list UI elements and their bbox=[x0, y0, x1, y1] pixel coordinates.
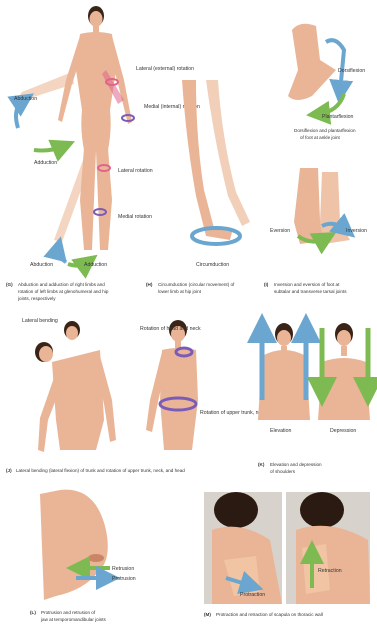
label-protrusion: Protrusion bbox=[112, 576, 136, 582]
label-medial-rotation-leg: Medial rotation bbox=[118, 214, 152, 220]
caption-letter-m: (M) bbox=[204, 612, 211, 617]
abduction-arm-arrow bbox=[16, 100, 24, 128]
panel-m: Protraction Retraction (M) Protraction a… bbox=[204, 492, 370, 617]
caption-letter-l: (L) bbox=[30, 610, 36, 615]
caption-letter-j: (J) bbox=[6, 468, 12, 473]
label-lateral-rotation-arm: Lateral (external) rotation bbox=[136, 66, 194, 72]
panel-k: Elevation Depression (K) Elevation and d… bbox=[258, 323, 370, 474]
caption-m-line1: Protraction and retraction of scapula on… bbox=[216, 612, 323, 617]
panel-j: Lateral bending Rotation of head and nec… bbox=[6, 318, 291, 473]
caption-l-line1: Protrusion and retrusion of bbox=[41, 610, 96, 615]
plantarflexion-arrow bbox=[318, 94, 344, 114]
caption-g-line1: Abduction and adduction of right limbs a… bbox=[18, 282, 105, 287]
panel-i: Dorsiflexion Plantarflexion Dorsiflexion… bbox=[264, 24, 367, 294]
label-protraction: Protraction bbox=[240, 592, 265, 598]
label-abduction-arm: Abduction bbox=[14, 96, 37, 102]
adduction-arm-arrow bbox=[34, 146, 64, 151]
label-elevation: Elevation bbox=[270, 428, 291, 434]
label-circumduction: Circumduction bbox=[196, 262, 229, 268]
dorsiflexion-subcaption-line2: of foot at ankle joint bbox=[300, 135, 341, 140]
label-retrusion: Retrusion bbox=[112, 566, 134, 572]
dorsiflexion-subcaption-line1: Dorsiflexion and plantarflexion bbox=[294, 128, 356, 133]
panel-h: Circumduction (H) Circumduction (circula… bbox=[146, 80, 250, 294]
panel-g: Abduction Adduction Lateral (external) r… bbox=[6, 6, 200, 301]
depression-figure bbox=[318, 323, 370, 420]
label-retraction: Retraction bbox=[318, 568, 342, 574]
abduction-leg-arrow bbox=[58, 248, 66, 262]
rotation-figure bbox=[146, 320, 198, 450]
label-plantarflexion: Plantarflexion bbox=[322, 114, 354, 120]
face-profile bbox=[40, 490, 108, 600]
caption-g-line2: rotation of left limbs at glenohumeral a… bbox=[18, 289, 109, 294]
label-depression: Depression bbox=[330, 428, 356, 434]
label-lateral-bending: Lateral bending bbox=[22, 318, 58, 324]
caption-k-line2: of shoulders bbox=[270, 469, 296, 474]
caption-g-line3: joints, respectively bbox=[17, 296, 56, 301]
caption-letter-h: (H) bbox=[146, 282, 153, 287]
label-eversion: Eversion bbox=[270, 228, 290, 234]
panel-l: Retrusion Protrusion (L) Protrusion and … bbox=[30, 490, 136, 622]
label-lateral-rotation-leg: Lateral rotation bbox=[118, 168, 153, 174]
caption-l-line2: jaw at temporomandibular joints bbox=[40, 617, 107, 622]
caption-letter-i: (I) bbox=[264, 282, 269, 287]
caption-i-line2: subtalar and transverse tarsal joints bbox=[274, 289, 347, 294]
caption-letter-g: (G) bbox=[6, 282, 13, 287]
caption-j-line1: Lateral bending (lateral flexion) of tru… bbox=[16, 468, 185, 473]
lips bbox=[88, 554, 104, 562]
label-adduction-leg: Adduction bbox=[84, 262, 107, 268]
label-dorsiflexion: Dorsiflexion bbox=[338, 68, 365, 74]
elevation-figure bbox=[258, 323, 310, 420]
caption-letter-k: (K) bbox=[258, 462, 265, 467]
hair-right bbox=[300, 492, 344, 528]
label-abduction-leg: Abduction bbox=[30, 262, 53, 268]
label-inversion: Inversion bbox=[346, 228, 367, 234]
caption-h-line1: Circumduction (circular movement) of bbox=[158, 282, 235, 287]
label-rotation-head: Rotation of head and neck bbox=[140, 326, 201, 332]
label-adduction-arm: Adduction bbox=[34, 160, 57, 166]
foot-dorsiflexion bbox=[288, 24, 336, 100]
hair-left bbox=[214, 492, 258, 528]
ghost-leg bbox=[206, 80, 250, 226]
caption-k-line1: Elevation and depression bbox=[270, 462, 322, 467]
caption-i-line1: Inversion and eversion of foot at bbox=[274, 282, 340, 287]
caption-h-line2: lower limb at hip joint bbox=[158, 289, 202, 294]
lateral-bending-figure bbox=[35, 321, 116, 452]
